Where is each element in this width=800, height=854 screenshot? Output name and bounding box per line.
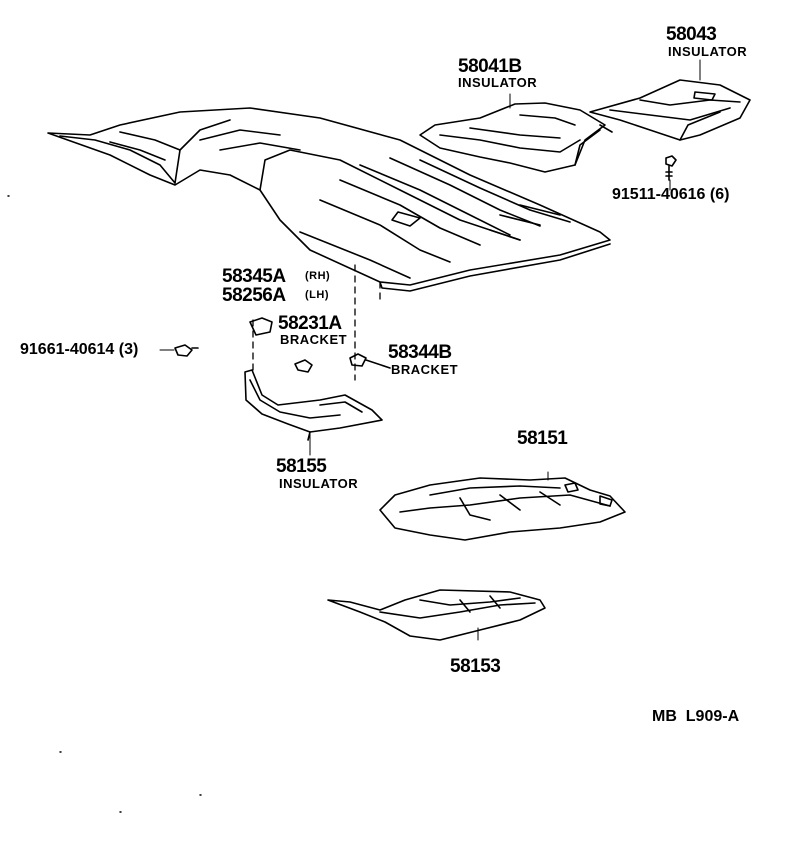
part-number-label: 58344B bbox=[388, 342, 452, 363]
drawing-code-label: MB L909-A bbox=[652, 708, 740, 725]
part-description-label: INSULATOR bbox=[668, 44, 748, 59]
clip-91661-part bbox=[159, 344, 199, 357]
part-description-label: INSULATOR bbox=[279, 476, 359, 491]
part-number-label: 58151 bbox=[517, 428, 568, 449]
bracket-parts bbox=[249, 317, 391, 373]
part-58153 bbox=[327, 589, 546, 641]
part-number-label: 58043 bbox=[666, 24, 717, 45]
part-58151 bbox=[379, 471, 626, 541]
part-number-label: 58345A bbox=[222, 266, 286, 287]
bolt-91511-part bbox=[665, 155, 677, 191]
speck-marks bbox=[7, 195, 202, 813]
part-number-label: 58231A bbox=[278, 313, 342, 334]
part-description-label: INSULATOR bbox=[458, 75, 538, 90]
part-number-label: 91511-40616 (6) bbox=[612, 186, 730, 203]
part-note-label: (RH) bbox=[305, 270, 331, 282]
leader-lines bbox=[309, 59, 701, 456]
insulator-58155-part bbox=[244, 369, 383, 441]
insulator-58041b-part bbox=[419, 102, 613, 173]
part-number-label: 58153 bbox=[450, 656, 501, 677]
part-note-label: (LH) bbox=[305, 289, 329, 301]
part-description-label: BRACKET bbox=[391, 362, 459, 377]
part-description-label: BRACKET bbox=[280, 332, 348, 347]
part-number-label: 58155 bbox=[276, 456, 327, 477]
dashed-leaders bbox=[252, 264, 381, 381]
part-number-label: 58041B bbox=[458, 56, 522, 77]
part-number-label: 58256A bbox=[222, 285, 286, 306]
part-number-label: 91661-40614 (3) bbox=[20, 341, 139, 358]
insulator-58043-part bbox=[589, 79, 751, 141]
floor-pan-panel bbox=[47, 107, 611, 292]
